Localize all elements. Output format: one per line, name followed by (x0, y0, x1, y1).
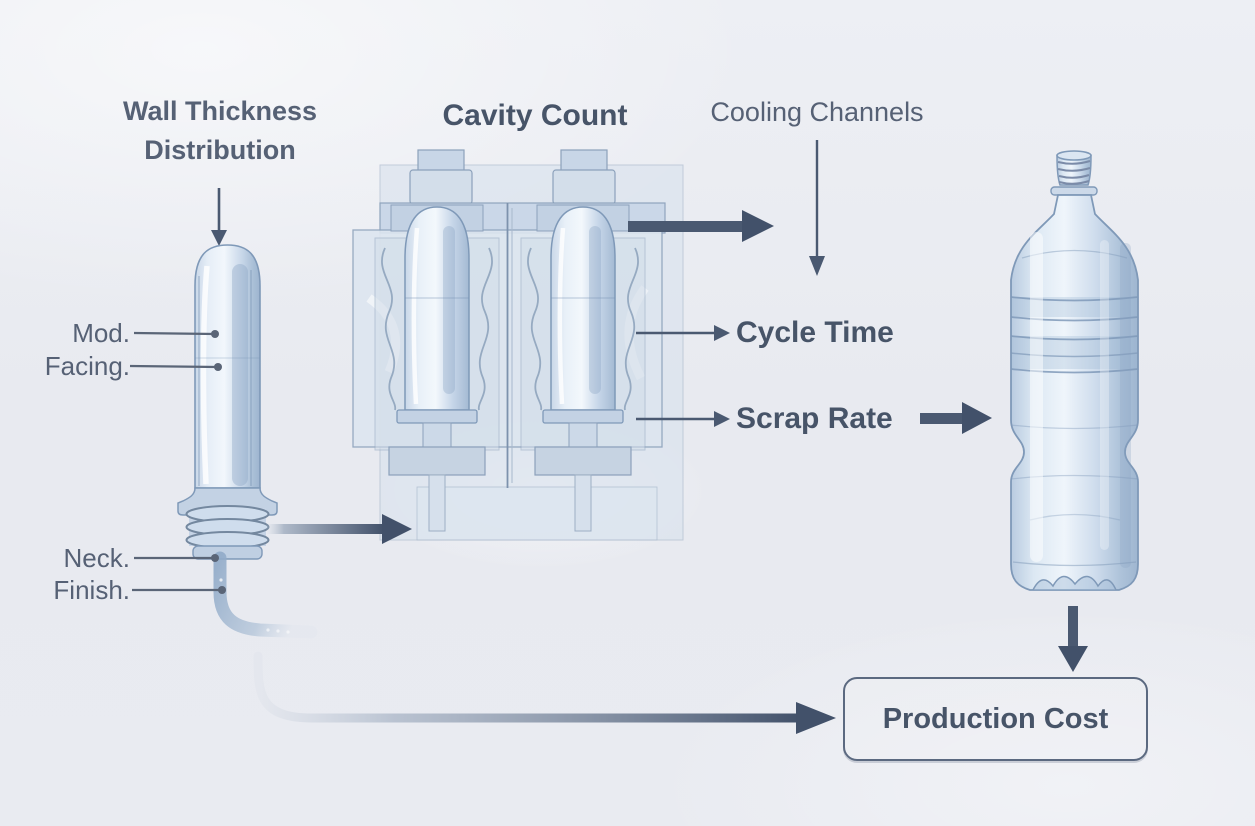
production-cost-label: Production Cost (882, 702, 1109, 735)
cooling-channels-label: Cooling Channels (710, 97, 924, 127)
preform-to-mold-arrow-icon (266, 514, 412, 544)
bottle-illustration (1010, 150, 1139, 591)
facing-label: Facing. (44, 351, 130, 381)
scrap-to-bottle-arrow-icon (920, 402, 992, 434)
scrap-rate-arrow-icon (636, 411, 730, 427)
finish-label: Finish. (53, 575, 130, 605)
cooling-down-arrow-icon (809, 140, 825, 276)
wall-thickness-label: Wall Thickness Distribution (122, 96, 318, 166)
callout-leader-lines (129, 330, 226, 594)
cost-flow-arrow-icon (253, 651, 836, 734)
bottle-to-cost-arrow-icon (1058, 606, 1088, 672)
scrap-rate-label: Scrap Rate (736, 402, 893, 435)
cycle-time-arrow-icon (636, 325, 730, 341)
mold-to-cooling-arrow-icon (628, 210, 774, 242)
production-cost-box: Production Cost (843, 677, 1148, 761)
neck-label: Neck. (63, 543, 130, 573)
cycle-time-label: Cycle Time (736, 316, 894, 349)
wall-thickness-down-arrow-icon (211, 188, 227, 246)
cavity-count-label: Cavity Count (442, 99, 628, 132)
mold-illustration (352, 149, 684, 541)
mod-label: Mod. (72, 318, 130, 348)
preform-illustration (177, 244, 318, 639)
